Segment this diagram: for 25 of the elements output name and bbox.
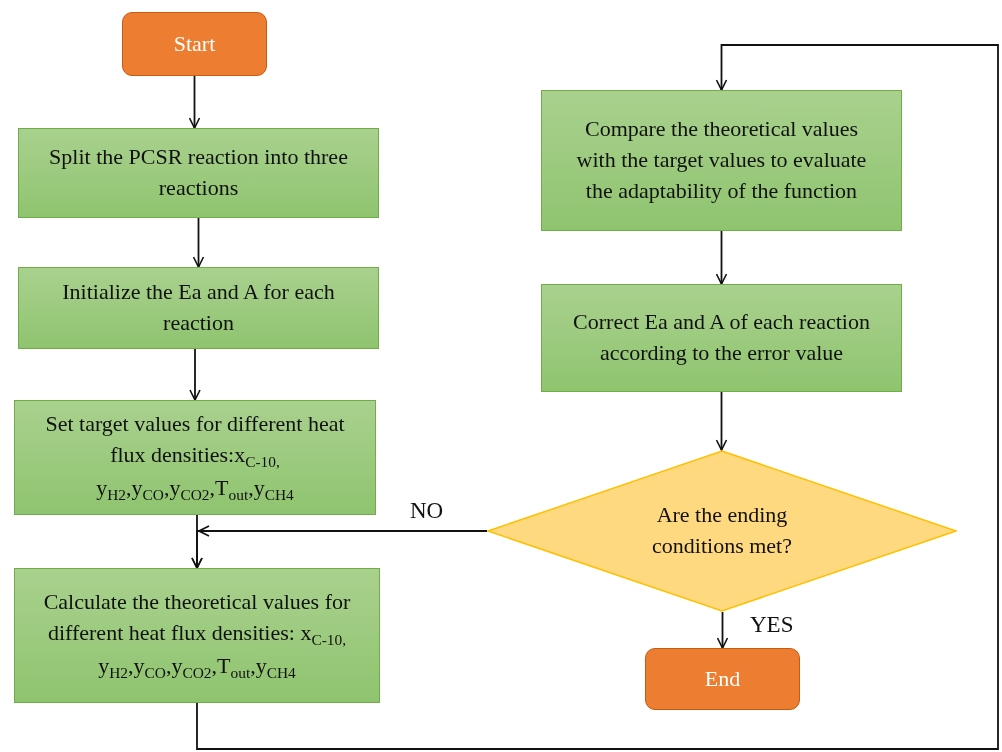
node-text: Compare the theoretical values with the target values to evaluate the adaptability of the function [575, 115, 868, 205]
process-box [14, 568, 380, 703]
arrow [196, 44, 999, 750]
node-text: Calculate the theoretical values for different heat flux densities: x$_{C-10,}$ y$_{H2}$,y$_{CO}$,y$_{CO2}$,T$_{out}$,y$_{CH4}$ [42, 588, 352, 684]
arrow [715, 230, 728, 285]
terminal-box [645, 648, 800, 710]
terminal-box [122, 12, 267, 76]
node-text: Start [173, 29, 216, 58]
process-box [18, 267, 379, 349]
node-text: Correct Ea and A of each reaction according to the error value [572, 308, 871, 367]
process-box [541, 90, 902, 231]
arrow [715, 391, 728, 451]
arrow [191, 525, 488, 569]
node-text: Are the ending conditions met? [651, 501, 793, 560]
node-text: Initialize the Ea and A for each reaction [61, 278, 336, 337]
process-box [14, 400, 376, 515]
node-text: Split the PCSR reaction into three reactions [48, 143, 349, 202]
process-box [18, 128, 379, 218]
arrow [189, 348, 201, 401]
arrow [192, 217, 205, 268]
arrow [188, 75, 201, 129]
node-text: Set target values for different heat flux densities:x$_{C-10,}$ y$_{H2}$,y$_{CO}$,y$_{CO2}$,T$_{out}$,y$_{CH4}$ [44, 410, 346, 506]
arrow [716, 611, 729, 649]
process-box [541, 284, 902, 392]
node-text: End [704, 664, 741, 693]
